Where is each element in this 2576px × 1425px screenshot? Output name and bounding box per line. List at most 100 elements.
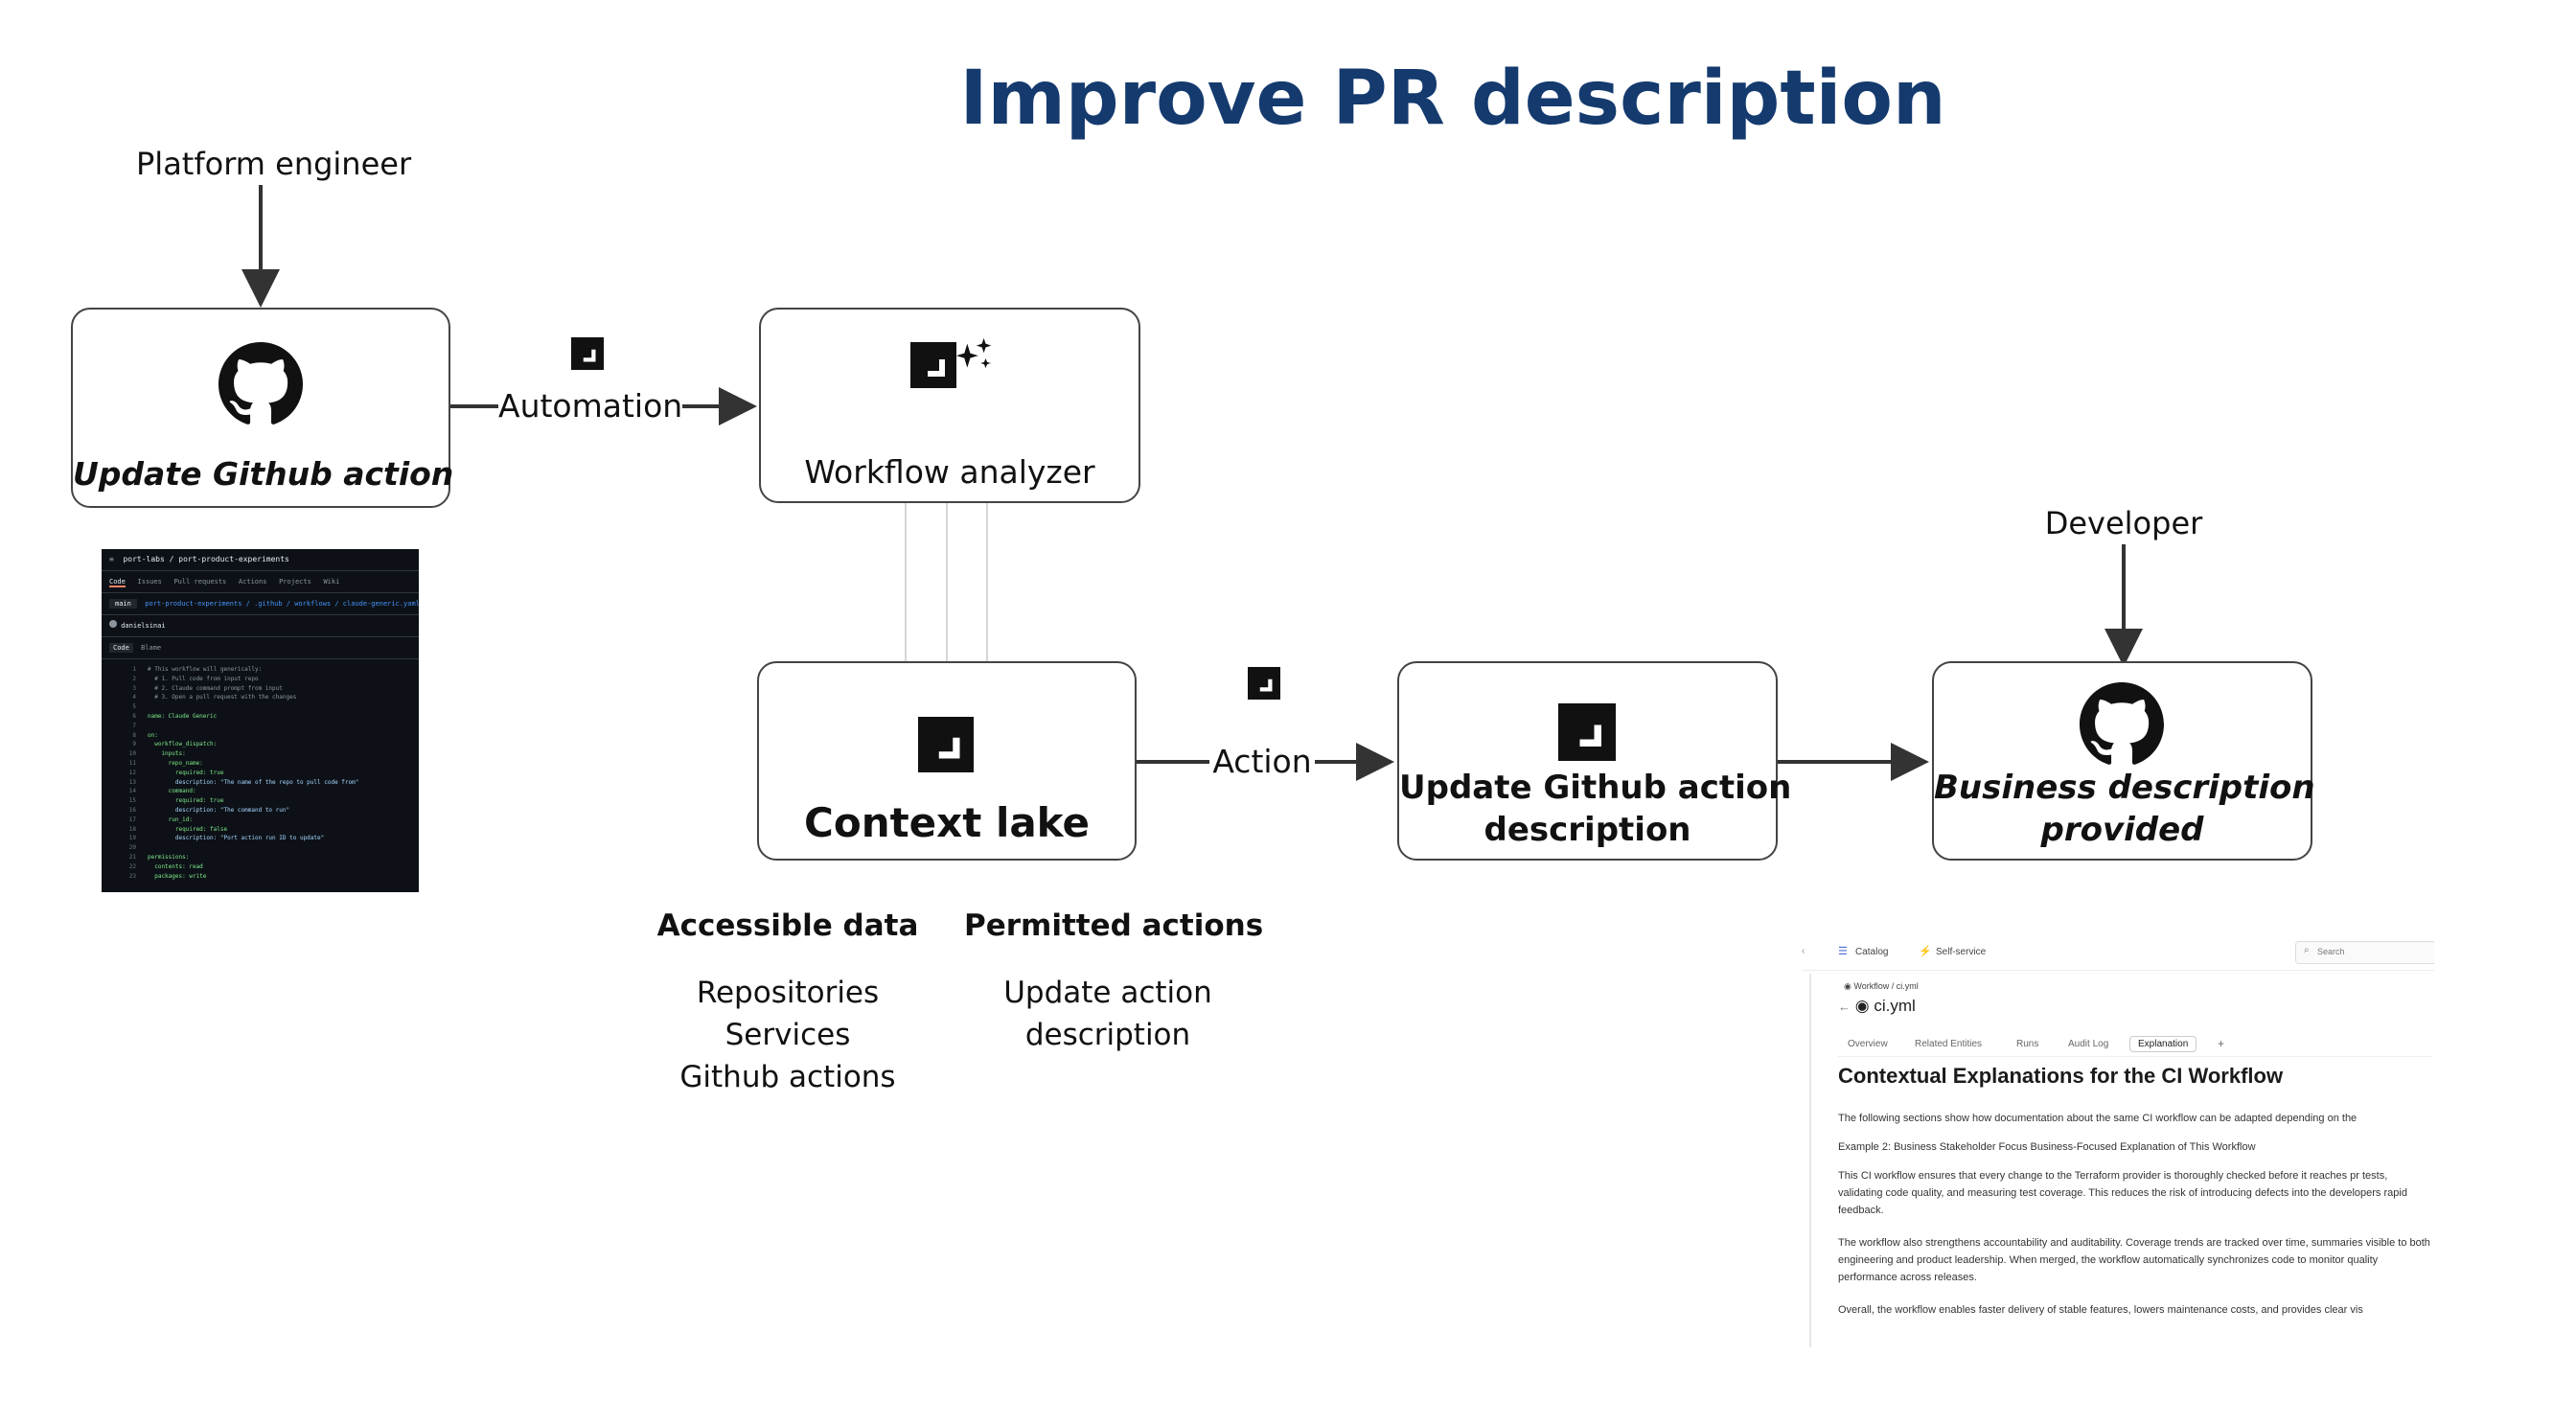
search-placeholder: Search [2317, 947, 2345, 956]
port-top-nav: ‹ ☰ Catalog ⚡ Self-service ⌕ Search [1802, 935, 2434, 971]
github-icon: ◉ [1854, 997, 1870, 1015]
line-number: 20 [128, 844, 136, 852]
code-line: 1 # This workflow will generically: [109, 665, 419, 675]
github-workflow-screenshot: ≡ port-labs / port-product-experiments C… [102, 549, 419, 892]
explanation-heading: Contextual Explanations for the CI Workf… [1838, 1064, 2284, 1088]
breadcrumb-text: Workflow / ci.yml [1853, 981, 1919, 991]
line-number: 7 [132, 722, 136, 729]
port-icon [918, 717, 974, 772]
line-number: 13 [128, 778, 136, 786]
port-icon [1558, 703, 1616, 761]
code-line: 12 required: true [109, 769, 419, 778]
code-text: run_id: [148, 816, 193, 823]
github-icon [2080, 682, 2164, 765]
node-update-github-action[interactable]: Update Github action [71, 308, 453, 508]
line-number: 6 [132, 712, 136, 720]
code-text: # 3. Open a pull request with the change… [148, 694, 297, 701]
code-text: required: false [148, 825, 228, 833]
code-text: description: "Port action run ID to upda… [148, 835, 325, 842]
line-number: 1 [132, 666, 136, 673]
entity-title: ci.yml [1874, 997, 1916, 1015]
accessible-data-heading: Accessible data [656, 908, 919, 943]
line-number: 18 [128, 825, 136, 833]
avatar [109, 620, 117, 628]
code-line: 4 # 3. Open a pull request with the chan… [109, 693, 419, 702]
code-line: 16 description: "The command to run" [109, 806, 419, 816]
actor-platform-engineer: Platform engineer [136, 146, 412, 182]
code-text: command: [148, 788, 196, 795]
accessible-data-item: Github actions [679, 1060, 896, 1094]
code-text: # This workflow will generically: [148, 666, 263, 673]
line-number: 4 [132, 694, 136, 701]
line-number: 14 [128, 788, 136, 795]
code-line: 22 contents: read [109, 862, 419, 872]
gh-tab-bar: Code Issues Pull requests Actions Projec… [102, 571, 419, 593]
code-line: 6 name: Claude Generic [109, 712, 419, 722]
line-number: 23 [128, 872, 136, 880]
permitted-action-item: description [1024, 1018, 1191, 1052]
code-line: 13 description: "The name of the repo to… [109, 778, 419, 788]
node-business-description[interactable]: Business description provided [1932, 661, 2315, 861]
catalog-icon: ☰ [1838, 946, 1848, 957]
github-icon [218, 342, 303, 425]
explanation-paragraph: The workflow also strengthens accountabi… [1838, 1237, 2430, 1283]
edge-label-automation: Automation [498, 387, 683, 425]
gh-file-tab: Code [109, 643, 133, 653]
gh-tab: Code [109, 578, 126, 587]
gh-tab: Actions [238, 578, 267, 586]
code-line: 15 required: true [109, 796, 419, 806]
node-label-update-description-1: Update Github action [1399, 769, 1792, 807]
nav-catalog: Catalog [1855, 947, 1889, 957]
nav-self-service: Self-service [1936, 947, 1987, 957]
code-line: 3 # 2. Claude command prompt from input [109, 684, 419, 694]
sparkle-icon [955, 337, 992, 368]
line-number: 5 [132, 703, 136, 711]
node-label-context-lake: Context lake [804, 799, 1090, 846]
code-text: workflow_dispatch: [148, 741, 218, 748]
line-number: 11 [128, 759, 136, 767]
code-line: 20 [109, 843, 419, 853]
node-context-lake[interactable]: Context lake [757, 661, 1137, 861]
code-text: required: true [148, 797, 224, 805]
gh-branch: main [109, 599, 137, 609]
breadcrumb: ◉ Workflow / ci.yml [1844, 981, 1919, 992]
search-input: ⌕ Search [2295, 941, 2434, 964]
port-side-rule [1809, 974, 1811, 1347]
line-number: 2 [132, 675, 136, 682]
search-icon: ⌕ [2304, 945, 2310, 955]
permitted-action-item: Update action [1003, 976, 1212, 1010]
actor-developer: Developer [2044, 505, 2203, 541]
github-icon: ◉ [1844, 981, 1852, 991]
code-text: name: Claude Generic [148, 712, 218, 720]
line-number: 17 [128, 816, 136, 823]
gh-user: danielsinai [121, 622, 166, 630]
edge-label-action: Action [1212, 743, 1312, 780]
code-line: 2 # 1. Pull code from input repo [109, 675, 419, 684]
chevron-left-icon: ‹ [1802, 946, 1806, 956]
tab-runs: Runs [2016, 1039, 2039, 1049]
tab-explanation: Explanation [2129, 1036, 2197, 1052]
port-explanation-screenshot: ‹ ☰ Catalog ⚡ Self-service ⌕ Search ◉ Wo… [1802, 935, 2434, 1347]
code-line: 11 repo_name: [109, 759, 419, 769]
node-workflow-analyzer[interactable]: Workflow analyzer [759, 308, 1140, 503]
code-line: 17 run_id: [109, 816, 419, 825]
code-line: 18 required: false [109, 825, 419, 835]
explanation-paragraph: Example 2: Business Stakeholder Focus Bu… [1838, 1141, 2256, 1153]
port-icon [571, 337, 604, 370]
code-line: 23 packages: write [109, 872, 419, 882]
line-number: 15 [128, 797, 136, 805]
code-text: packages: write [148, 872, 207, 880]
node-label-update-description-2: description [1484, 811, 1691, 849]
node-update-description[interactable]: Update Github action description [1397, 661, 1792, 861]
code-text: inputs: [148, 750, 186, 758]
port-icon [1248, 667, 1280, 700]
code-text: permissions: [148, 853, 190, 861]
code-text: required: true [148, 769, 224, 776]
diagram-title: Improve PR description [959, 56, 1946, 142]
tab-overview: Overview [1848, 1039, 1888, 1049]
code-text: # 1. Pull code from input repo [148, 675, 259, 682]
code-line: 9 workflow_dispatch: [109, 740, 419, 749]
gh-user-bar: danielsinai [102, 615, 419, 637]
